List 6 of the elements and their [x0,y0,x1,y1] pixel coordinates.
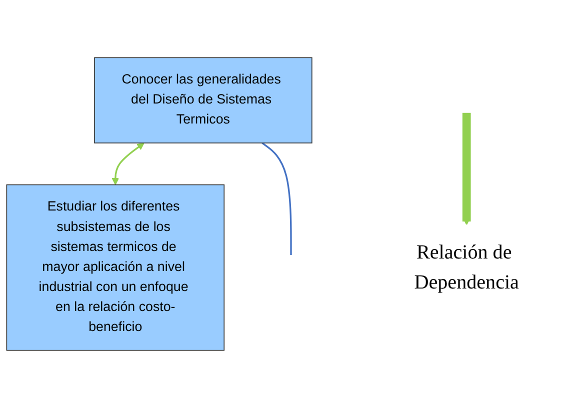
node-text: Relación de Dependencia [414,242,519,294]
node-box: Conocer las generalidades del Diseño de Sistemas Termicos [94,57,312,144]
node-box: Estudiar los diferentes subsistemas de los sistemas termicos de mayor aplicación a nivel industrial con un enfoque en la relación costo-beneficio [6,184,225,351]
arrow [462,112,471,226]
connector [262,142,292,255]
arrow [112,142,144,186]
